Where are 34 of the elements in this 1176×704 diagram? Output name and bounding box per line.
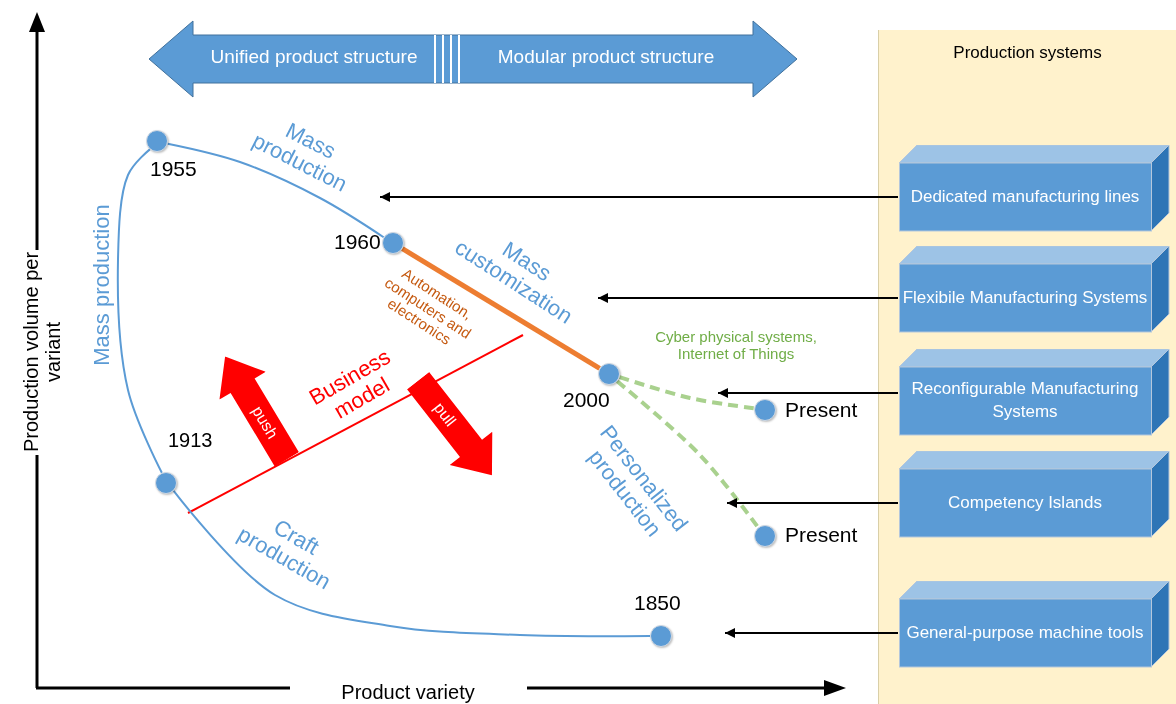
- point-label: 1850: [634, 591, 681, 615]
- axis-title: Production volume per variant: [20, 250, 64, 455]
- stage-label: Mass production: [89, 203, 115, 368]
- point-label: Present: [785, 523, 858, 547]
- timeline-point: [598, 363, 620, 385]
- curve-line: [172, 489, 651, 638]
- arrow: [717, 388, 899, 398]
- arrow: [724, 628, 899, 638]
- curve-line: [166, 142, 385, 239]
- timeline-point: [382, 232, 404, 254]
- double-arrow: [148, 20, 798, 98]
- timeline-point: [754, 525, 776, 547]
- timeline-point: [155, 472, 177, 494]
- point-label: 2000: [563, 388, 610, 412]
- timeline-point: [754, 399, 776, 421]
- arrow: [726, 498, 899, 508]
- year-label: 1913: [168, 429, 212, 451]
- timeline-point: [650, 625, 672, 647]
- axis-title: Product variety: [340, 681, 476, 703]
- point-label: 1960: [334, 230, 381, 254]
- timeline-point: [146, 130, 168, 152]
- arrow-label: Modular product structure: [496, 46, 716, 68]
- point-label: 1955: [150, 157, 197, 181]
- systems-panel: [878, 30, 1176, 704]
- arrow: [379, 192, 899, 202]
- arrow: [597, 293, 899, 303]
- curve-line: [618, 375, 755, 411]
- curve-line: [401, 246, 601, 371]
- curve-line: [116, 148, 163, 474]
- curve-line: [615, 379, 760, 529]
- point-label: Present: [785, 398, 858, 422]
- arrow-label: Unified product structure: [209, 46, 419, 68]
- panel-title: Production systems: [952, 43, 1103, 63]
- driver-label: Cyber physical systems, Internet of Things: [654, 328, 818, 362]
